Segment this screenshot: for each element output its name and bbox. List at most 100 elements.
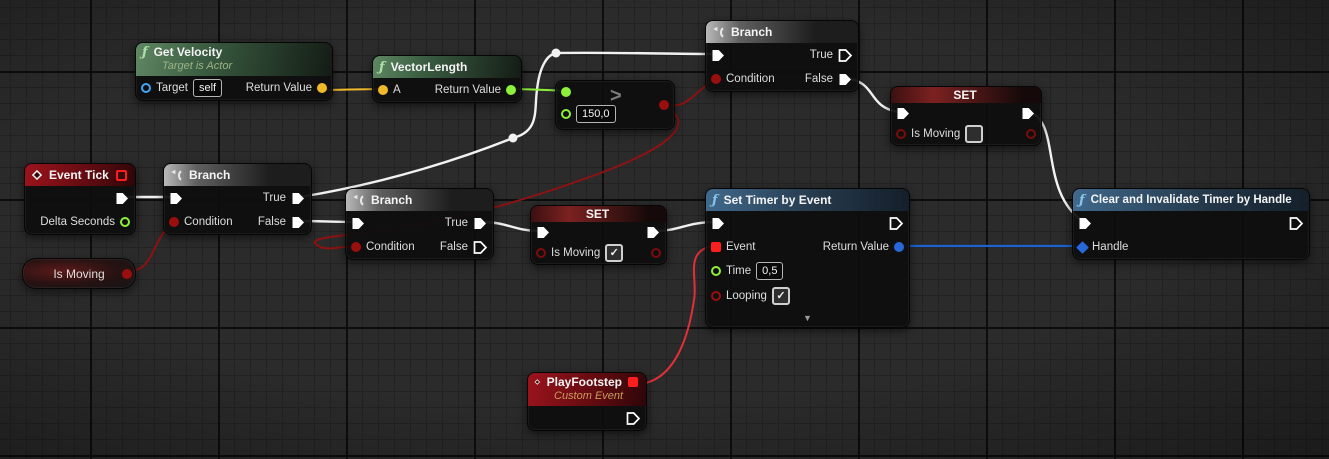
event-delegate-pin[interactable] [711,242,721,252]
node-branch-low[interactable]: Branch True Condition False [345,188,494,260]
node-title: Branch [371,193,413,207]
node-header: PlayFootstep Custom Event [528,373,646,406]
node-title: SET [953,88,977,102]
true-exec-pin[interactable] [473,217,488,230]
node-branch-top[interactable]: Branch True Condition False [705,20,859,92]
condition-pin[interactable] [711,74,721,84]
node-header: ƒ VectorLength [373,56,521,78]
exec-in-pin[interactable] [1078,217,1093,230]
function-icon: ƒ [379,59,385,75]
advanced-pins-toggle[interactable]: ▼ [803,313,812,323]
condition-pin[interactable] [351,242,361,252]
reroute-node[interactable] [508,133,518,143]
exec-in-pin[interactable] [536,226,551,239]
function-icon: ƒ [1079,192,1085,208]
exec-in-pin[interactable] [711,49,726,62]
node-title: Get Velocity [153,45,223,59]
operator-glyph: > [610,85,622,107]
node-title: Event Tick [49,168,109,182]
node-header: ƒ Set Timer by Event [706,189,909,211]
function-icon: ƒ [142,44,148,60]
true-exec-pin[interactable] [291,192,306,205]
return-value-pin[interactable] [317,83,327,93]
node-title: SET [585,207,610,221]
wire-exec-reroute-to-branchtop[interactable] [555,51,717,56]
event-delegate-pin[interactable] [116,169,127,181]
node-title: PlayFootstep [546,375,622,389]
value-out-pin[interactable] [1026,129,1036,139]
function-icon: ƒ [712,192,718,208]
handle-pin[interactable] [1076,240,1089,254]
wire-delegate-footstep-to-timer[interactable] [639,245,713,385]
false-exec-pin[interactable] [838,73,853,86]
node-header: Branch [164,164,311,186]
exec-out-pin[interactable] [1021,107,1036,120]
node-title: Set Timer by Event [723,193,832,207]
time-pin[interactable] [711,266,721,276]
looping-pin[interactable] [711,291,721,301]
exec-in-pin[interactable] [351,217,366,230]
looping-checkbox[interactable]: ✓ [771,287,790,305]
exec-out-pin[interactable] [646,226,661,239]
event-delegate-pin[interactable] [628,377,638,387]
node-greater-than[interactable]: > 150,0 [555,80,675,130]
wire-exec-branchmid-true-to-reroute[interactable] [299,136,514,199]
condition-pin[interactable] [169,217,179,227]
a-pin[interactable] [378,85,388,95]
node-header: SET [891,87,1041,103]
reroute-node[interactable] [551,48,561,58]
branch-icon [171,169,182,181]
exec-out-pin[interactable] [889,216,904,230]
node-title: Branch [189,168,231,182]
return-value-pin[interactable] [894,242,904,252]
node-title: Clear and Invalidate Timer by Handle [1090,194,1292,206]
node-event-tick[interactable]: Event Tick Delta Seconds [24,163,136,235]
ismoving-checkbox[interactable] [965,125,984,143]
exec-in-pin[interactable] [896,107,911,120]
target-value-field[interactable]: self [192,79,223,97]
input-a-pin[interactable] [561,87,571,97]
node-header: Event Tick [25,164,135,186]
node-header: ƒ Clear and Invalidate Timer by Handle [1073,189,1309,211]
true-exec-pin[interactable] [838,48,853,62]
node-branch-mid[interactable]: Branch True Condition False [163,163,312,235]
node-header: Branch [346,189,493,211]
node-subtitle: Target is Actor [162,60,233,72]
exec-out-pin[interactable] [626,411,641,425]
false-exec-pin[interactable] [291,216,306,229]
node-header: Branch [706,21,858,43]
node-set-ismoving-false[interactable]: SET Is Moving [890,86,1042,146]
exec-out-pin[interactable] [1289,216,1304,230]
value-in-pin[interactable] [896,129,906,139]
node-set-ismoving-true[interactable]: SET Is Moving✓ [530,205,667,265]
input-b-pin[interactable] [561,109,571,119]
false-exec-pin[interactable] [473,240,488,254]
node-title: Branch [731,25,773,39]
node-play-footstep[interactable]: PlayFootstep Custom Event [527,372,647,431]
event-icon [534,379,541,385]
node-header: SET [531,206,666,222]
branch-icon [713,26,724,38]
exec-in-pin[interactable] [711,217,726,230]
exec-in-pin[interactable] [169,192,184,205]
value-in-pin[interactable] [536,248,546,258]
time-value-field[interactable]: 0,5 [756,262,784,280]
target-pin[interactable] [141,83,151,93]
value-out-pin[interactable] [122,269,132,279]
compare-value-field[interactable]: 150,0 [576,105,616,123]
return-value-pin[interactable] [506,85,516,95]
value-out-pin[interactable] [651,248,661,258]
result-pin[interactable] [659,100,669,110]
delta-seconds-pin[interactable] [120,217,130,227]
ismoving-checkbox[interactable]: ✓ [605,244,624,262]
node-get-ismoving[interactable]: Is Moving [22,258,136,289]
exec-out-pin[interactable] [115,192,130,205]
node-header: ƒ Get Velocity Target is Actor [136,43,332,76]
node-title: VectorLength [390,60,468,74]
branch-icon [353,194,364,206]
